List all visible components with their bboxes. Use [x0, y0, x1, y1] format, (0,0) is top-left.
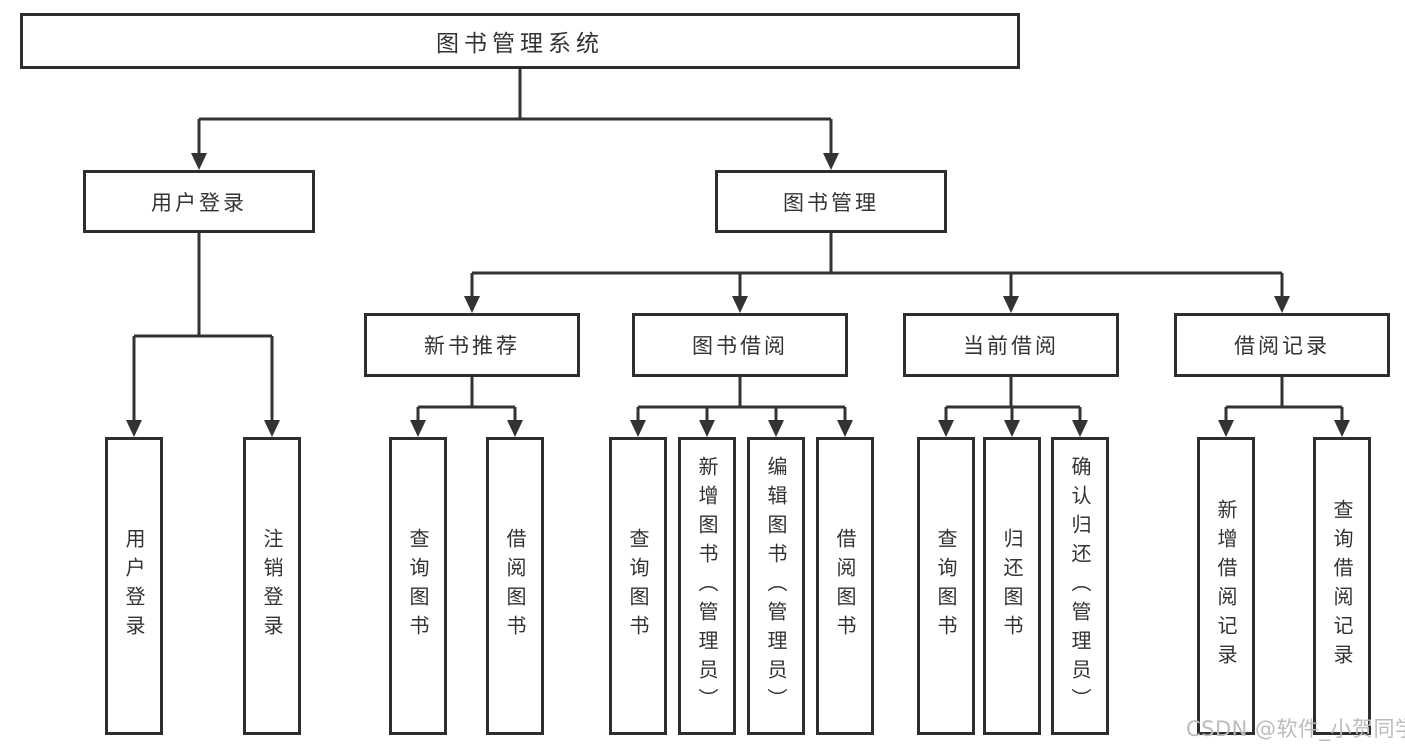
- connector-new-book-to-leaves: [410, 375, 523, 437]
- leaf-add-borrow-record: 新增借阅记录: [1197, 437, 1255, 735]
- leaf-confirm-return-admin: 确认归还（管理员）: [1051, 437, 1109, 735]
- leaf-query-books-recommend: 查询图书: [389, 437, 447, 735]
- node-new-book-recommend: 新书推荐: [364, 313, 580, 377]
- node-book-management: 图书管理: [715, 170, 947, 233]
- connector-root-to-level1: [191, 67, 839, 170]
- leaf-logout: 注销登录: [243, 437, 301, 735]
- connector-user-login-to-leaves: [126, 231, 280, 437]
- connector-borrow-records-to-leaves: [1218, 375, 1350, 437]
- leaf-add-books-admin: 新增图书（管理员）: [678, 437, 736, 735]
- node-user-login: 用户登录: [83, 170, 315, 233]
- node-library-management-system: 图书管理系统: [20, 13, 1020, 69]
- leaf-query-borrow-record: 查询借阅记录: [1313, 437, 1371, 735]
- leaf-edit-books-admin: 编辑图书（管理员）: [747, 437, 805, 735]
- node-book-borrow: 图书借阅: [632, 313, 848, 377]
- leaf-query-books-borrow: 查询图书: [609, 437, 667, 735]
- node-current-borrow: 当前借阅: [903, 313, 1119, 377]
- connector-current-borrow-to-leaves: [938, 375, 1088, 437]
- leaf-borrow-books: 借阅图书: [816, 437, 874, 735]
- leaf-query-books-current: 查询图书: [917, 437, 975, 735]
- leaf-borrow-books-recommend: 借阅图书: [486, 437, 544, 735]
- connector-book-mgmt-to-level2: [464, 231, 1290, 313]
- connector-book-borrow-to-leaves: [630, 375, 853, 437]
- node-borrow-records: 借阅记录: [1174, 313, 1390, 377]
- leaf-user-login: 用户登录: [105, 437, 163, 735]
- leaf-return-books: 归还图书: [983, 437, 1041, 735]
